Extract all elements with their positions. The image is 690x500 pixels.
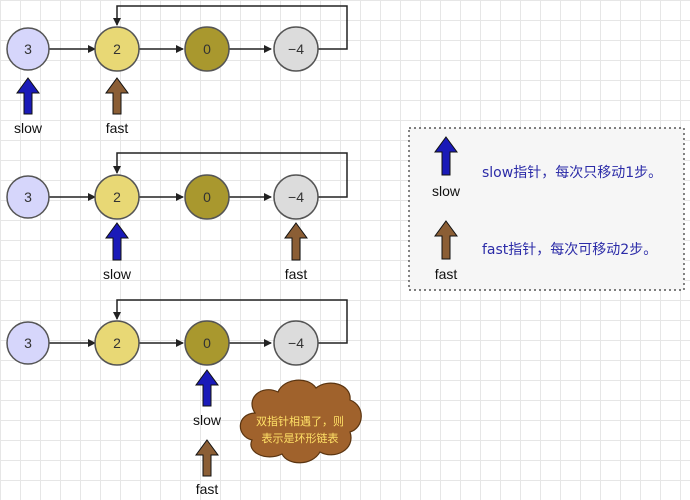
node-2: 2 [94, 26, 140, 72]
slow-label: slow [193, 412, 222, 428]
fast-pointer-arrow [284, 222, 308, 261]
node-0: 0 [184, 26, 230, 72]
row-2: 3 2 0 −4 slow fast [6, 152, 348, 282]
node-0: 0 [184, 320, 230, 366]
cloud-callout: 双指针相遇了，则 表示是环形链表 [239, 379, 362, 464]
svg-text:3: 3 [24, 189, 32, 205]
slow-pointer-arrow [16, 77, 40, 115]
svg-text:0: 0 [203, 189, 211, 205]
node-neg4: −4 [273, 26, 319, 72]
node-3: 3 [6, 175, 50, 219]
slow-pointer-arrow [105, 222, 129, 261]
cycle-back-arrow [113, 152, 348, 198]
legend-border [408, 127, 685, 291]
legend-box: slow slow指针，每次只移动1步。 fast fast指针，每次可移动2步… [408, 127, 685, 291]
svg-text:2: 2 [113, 189, 121, 205]
row-3: 3 2 0 −4 slow fast 双指针相遇了，则 表示是环形链表 [6, 299, 362, 497]
legend-slow-arrow [434, 136, 458, 176]
node-0: 0 [184, 174, 230, 220]
fast-label: fast [196, 481, 219, 497]
svg-text:0: 0 [203, 335, 211, 351]
svg-text:2: 2 [113, 41, 121, 57]
legend-slow-label: slow [432, 183, 461, 199]
node-2: 2 [94, 174, 140, 220]
fast-pointer-arrow [195, 439, 219, 477]
svg-text:3: 3 [24, 41, 32, 57]
svg-text:0: 0 [203, 41, 211, 57]
legend-fast-description: fast指针，每次可移动2步。 [482, 242, 657, 258]
svg-text:3: 3 [24, 335, 32, 351]
cloud-text-line-1: 双指针相遇了，则 [256, 414, 344, 428]
cycle-back-arrow [113, 299, 348, 344]
svg-text:−4: −4 [288, 189, 304, 205]
cycle-back-arrow [113, 5, 348, 50]
cloud-shape [239, 379, 362, 464]
node-neg4: −4 [273, 174, 319, 220]
legend-fast-arrow [434, 220, 458, 260]
fast-pointer-arrow [105, 77, 129, 115]
node-3: 3 [6, 27, 50, 71]
node-3: 3 [6, 321, 50, 365]
svg-text:−4: −4 [288, 335, 304, 351]
fast-label: fast [106, 120, 129, 136]
cloud-text-line-2: 表示是环形链表 [262, 431, 339, 445]
node-2: 2 [94, 320, 140, 366]
slow-label: slow [14, 120, 43, 136]
row-1: 3 2 0 −4 slow fast [6, 5, 348, 136]
fast-label: fast [285, 266, 308, 282]
legend-fast-label: fast [435, 266, 458, 282]
svg-text:2: 2 [113, 335, 121, 351]
legend-slow-description: slow指针，每次只移动1步。 [482, 165, 662, 181]
slow-pointer-arrow [195, 369, 219, 407]
node-neg4: −4 [273, 320, 319, 366]
slow-label: slow [103, 266, 132, 282]
svg-text:−4: −4 [288, 41, 304, 57]
